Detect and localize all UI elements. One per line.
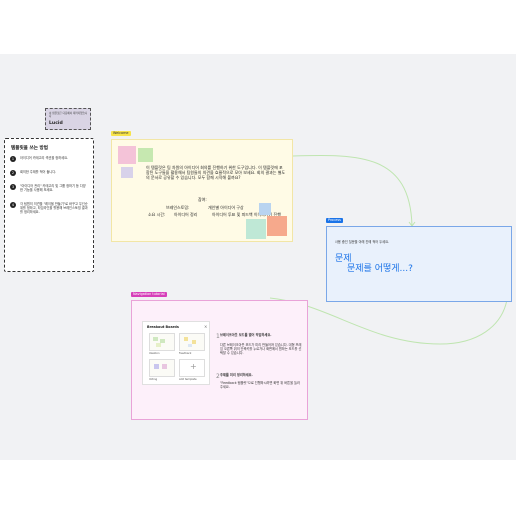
sticky-note-mint[interactable] [246,219,266,239]
welcome-brainstorm-label: 브레인스토밍: [166,205,190,210]
welcome-body-text: 이 템플릿은 팀 차원의 아이디어 회의를 진행하기 위한 도구입니다. 이 템… [146,165,286,180]
board-label: Add template [179,378,197,381]
step-number: 1 [216,333,220,340]
sticky-note-lavender[interactable] [121,167,133,178]
board-preview-icon [153,337,165,347]
process-caption: 사용 중인 질문을 아래 칸에 적어 두세요. [335,240,390,244]
lucid-brand-label: Lucid [49,121,63,126]
process-frame[interactable]: 사용 중인 질문을 아래 칸에 적어 두세요. 문제 문제를 어떻게...? [326,226,512,302]
welcome-participants-label: 참여: [198,197,207,202]
modal-title: Breakout Boards [147,325,179,329]
step-number: 1 [10,156,16,162]
close-icon[interactable]: × [204,324,208,329]
nav-step1-title: 브레이크아웃 보드를 열어 작업하세요. [220,333,272,337]
step-number: 4 [10,202,16,208]
step-number: 3 [10,184,16,190]
sticky-note-orange[interactable] [267,216,287,236]
lucid-template-card[interactable]: 이 템플릿은 다음에서 제작되었습니다 Lucid [45,108,91,130]
instructions-panel[interactable]: 템플릿을 쓰는 방법 1 아이디어 카테고리 섹션을 정하세요. 2 회의한 주… [4,138,94,272]
process-title: 문제 [335,254,352,264]
sticky-note-green[interactable] [138,148,153,162]
whiteboard-canvas[interactable]: 이 템플릿은 다음에서 제작되었습니다 Lucid 템플릿을 쓰는 방법 1 아… [0,54,516,460]
process-frame-tag[interactable]: Process [326,218,343,223]
nav-step1-text: 다른 브레이크아웃 보드가 미리 만들어져 있습니다. 대형 프레임 오른쪽 위… [220,343,302,355]
welcome-detail-2: 아이디어 투표 및 피드백 이어나가기 진행 [212,212,281,217]
connector-welcome-process [292,154,413,227]
step-number: 2 [216,373,220,380]
navigation-frame[interactable]: Breakout Boards × Ideation Feedback Voti… [131,300,308,420]
welcome-detail-1: 개인별 아이디어 구상 [208,205,244,210]
step-text: 아이디어 카테고리 섹션을 정하세요. [20,156,69,160]
board-thumbnail[interactable] [149,333,175,351]
nav-step2-text: "Feedback 템플릿"으로 진행하시려면 화면 위 버튼을 눌러주세요. [220,381,300,389]
instructions-title: 템플릿을 쓰는 방법 [11,146,49,151]
navigation-frame-tag[interactable]: Navigation tutorial [131,292,167,297]
add-template-button[interactable]: + [179,359,205,377]
lucid-card-subtitle: 이 템플릿은 다음에서 제작되었습니다 [49,112,88,118]
sticky-note-blue[interactable] [259,203,271,215]
board-thumbnail[interactable] [179,333,205,351]
welcome-frame-tag[interactable]: Welcome [111,131,131,136]
step-text: 회의한 주제를 적어 둡니다. [20,170,57,174]
process-subtitle: 문제를 어떻게...? [347,264,413,274]
board-label: Feedback [179,352,192,355]
step-text: 각 팀원의 의견을 "레이블 만들기"로 바꾸고 우선순위를 정하고, 타임라인… [20,202,88,214]
board-preview-icon [154,364,167,369]
nav-step2-title: 주제를 미리 정리하세요. [220,373,253,377]
welcome-organize-label: 아이디어 정리 [174,212,198,217]
board-label: Ideation [149,352,160,355]
plus-icon: + [190,362,197,371]
board-thumbnail[interactable] [149,359,175,377]
welcome-duration-label: 소요 시간: [148,212,166,217]
sticky-note-pink[interactable] [118,146,136,164]
breakout-boards-modal[interactable]: Breakout Boards × Ideation Feedback Voti… [142,321,210,385]
step-number: 2 [10,170,16,176]
board-label: Voting [149,378,158,381]
step-text: "아이디어 관리" 카테고리 및 그룹 정하기 등 다양한 기능을 사용해 보세… [20,184,86,192]
welcome-frame[interactable]: 이 템플릿은 팀 차원의 아이디어 회의를 진행하기 위한 도구입니다. 이 템… [111,139,293,242]
board-preview-icon [184,337,196,347]
